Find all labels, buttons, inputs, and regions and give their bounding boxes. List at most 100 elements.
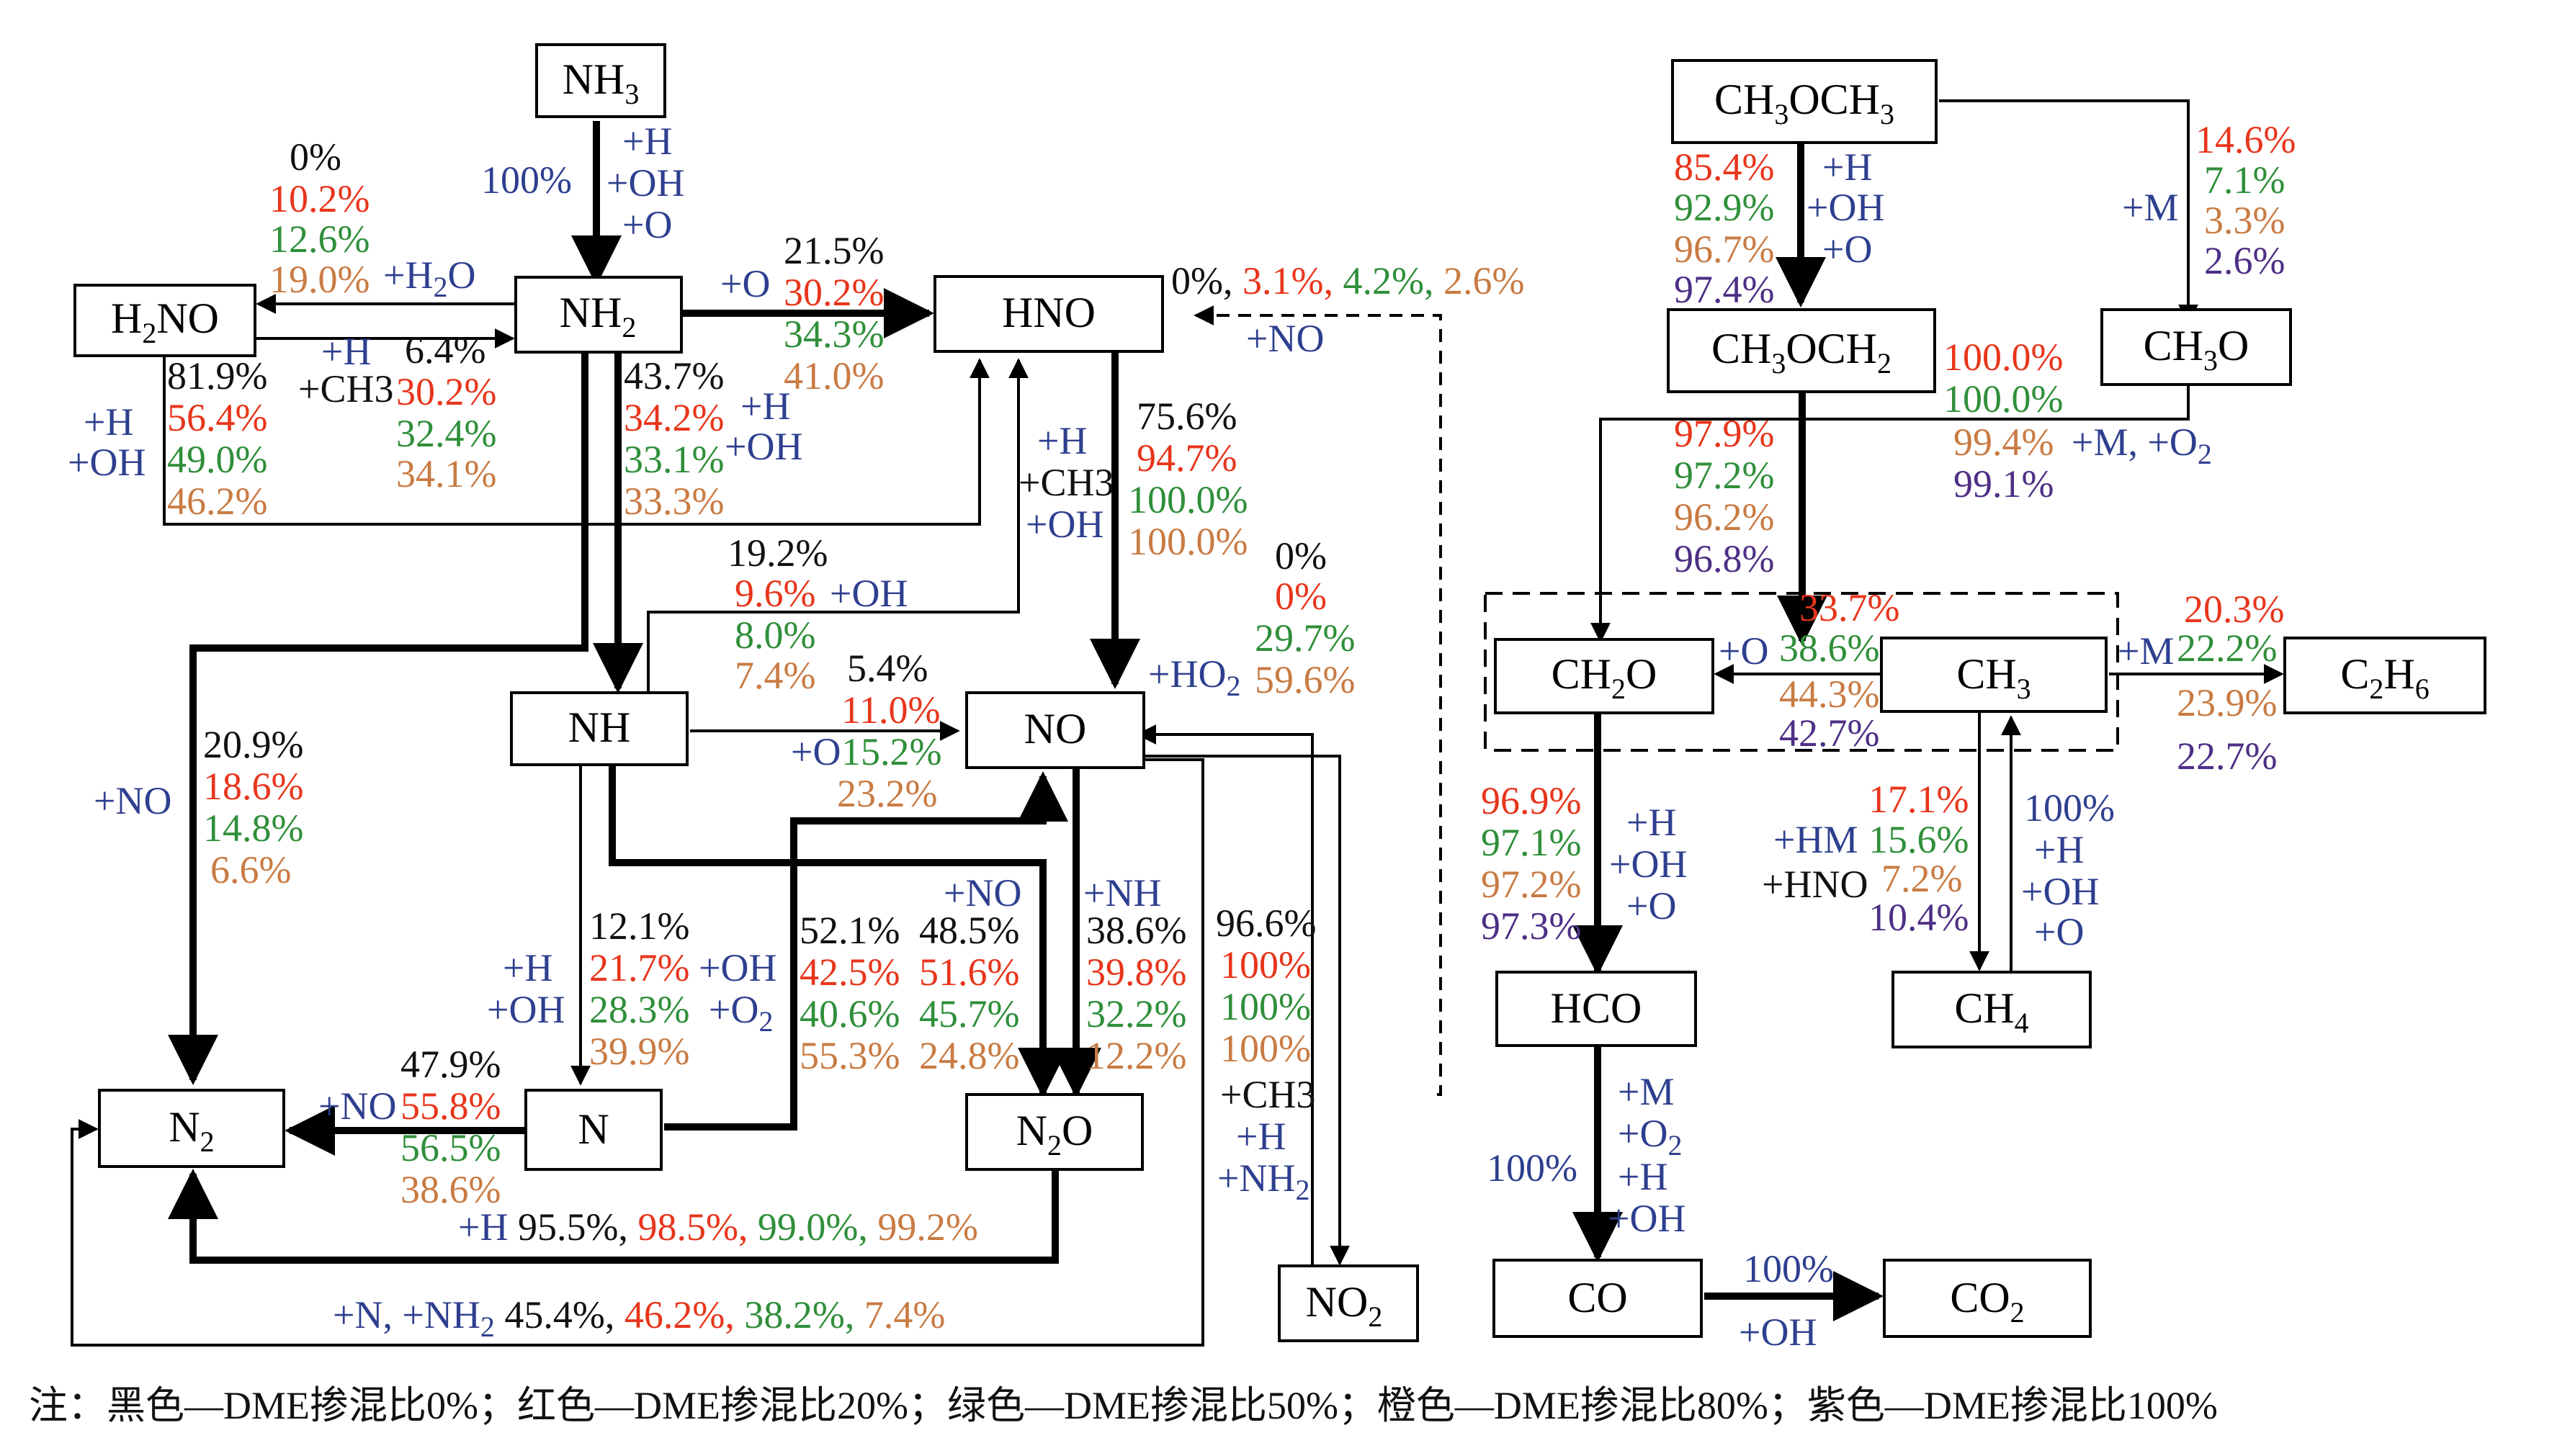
ch2o-ch3-group-box <box>1484 592 2119 752</box>
svg-text:CH2O: CH2O <box>1552 650 1657 705</box>
label-nh-n-r0: +H <box>503 946 552 989</box>
label-nh3-nh2-r2: +O <box>622 203 672 246</box>
label-h2no-hno-pct2: 49.0% <box>167 438 267 481</box>
label-ch3-ch2o-pct1: 38.6% <box>1779 626 1879 670</box>
label-h2no-nh2-r0: +H <box>321 330 371 373</box>
arrow-nh-hno <box>647 358 1029 698</box>
label-nh2-n2-pct0: 20.9% <box>203 723 303 766</box>
svg-text:HNO: HNO <box>1002 289 1096 336</box>
arrow-no-no2 <box>1142 755 1350 1266</box>
label-nh-hno-reactant: +OH <box>830 572 908 615</box>
arrow-nh-n2o <box>609 766 1068 1098</box>
label-hno-no-r2: +OH <box>1026 503 1103 546</box>
label-nh3-nh2-r0: +H <box>622 120 672 163</box>
label-nh-n2o-reactant: +NO <box>944 871 1021 915</box>
arrow-nh2-n2 <box>168 353 588 1085</box>
label-ch3-ch4-pct3: 10.4% <box>1868 896 1969 939</box>
label-n2o-n2: +H 95.5%, 98.5%, 99.0%, 99.2% <box>458 1205 978 1249</box>
label-nh-hno-pct1: 9.6% <box>735 572 815 615</box>
label-ch2o-hco-pct0: 96.9% <box>1481 779 1581 822</box>
legend-note: 注：黑色—DME掺混比0%；红色—DME掺混比20%；绿色—DME掺混比50%；… <box>29 1384 2218 1427</box>
label-nh-no-pct3: 23.2% <box>837 772 937 815</box>
label-ch3-ch4-r1: +HNO <box>1762 863 1868 906</box>
species-hno: HNO <box>934 275 1164 353</box>
label-no2-no-pct2: 100% <box>1220 985 1311 1028</box>
label-nh2-h2no-pct3: 19.0% <box>269 258 370 301</box>
label-nh-n2o-pct1: 51.6% <box>919 951 1019 994</box>
label-n-n2-pct3: 38.6% <box>400 1168 501 1211</box>
label-ch2o-hco-pct2: 97.2% <box>1481 863 1581 906</box>
label-ch2o-hco-r1: +OH <box>1609 842 1687 886</box>
label-no2-ho2-pct3: 59.6% <box>1255 658 1355 701</box>
species-h2no: H2NO <box>73 284 256 357</box>
svg-text:NH3: NH3 <box>563 55 640 110</box>
label-no2-no-pct3: 100% <box>1220 1027 1311 1070</box>
species-nh2: NH2 <box>514 276 683 354</box>
label-ch2o-hco-r2: +O <box>1626 884 1676 927</box>
label-nh-no-pct0: 5.4% <box>847 647 928 690</box>
svg-text:CH3OCH3: CH3OCH3 <box>1714 76 1894 130</box>
svg-text:CH4: CH4 <box>1954 984 2028 1039</box>
label-ch3-c2h6-pct3: 22.7% <box>2177 734 2277 778</box>
label-ch2o-hco-pct1: 97.1% <box>1481 821 1581 864</box>
label-nh2-nh-r1: +OH <box>725 425 802 468</box>
label-ch3-ch2o-pct2: 44.3% <box>1779 673 1879 716</box>
arrow-n-no <box>664 771 1068 1131</box>
label-ch3o-ch2o-pct0: 100.0% <box>1943 336 2063 379</box>
label-hno-no-pct2: 100.0% <box>1128 478 1248 521</box>
label-nh2-n2-pct3: 6.6% <box>210 848 291 891</box>
label-nh2-hno-pct0: 21.5% <box>784 229 884 272</box>
species-ch3och2: CH3OCH2 <box>1667 308 1936 393</box>
label-n-no-r0: +OH <box>699 946 776 989</box>
connector-lines <box>71 99 2284 1347</box>
label-hco-co-pct: 100% <box>1487 1146 1577 1190</box>
label-nh-no-pct1: 11.0% <box>841 688 940 732</box>
species-nh: NH <box>510 691 689 766</box>
label-no2-ho2-pct0: 0% <box>1275 534 1327 578</box>
label-hco-co-r2: +H <box>1618 1155 1667 1198</box>
arrow-no-hno-dashed <box>1194 305 1442 1096</box>
label-hno-no-pct1: 94.7% <box>1137 436 1237 480</box>
label-ch3o-ch2o-pct3: 99.1% <box>1953 462 2054 505</box>
svg-text:CO2: CO2 <box>1950 1274 2024 1329</box>
label-n-no-pct3: 55.3% <box>800 1034 900 1077</box>
label-hno-no-pct0: 75.6% <box>1137 395 1237 438</box>
species-co2: CO2 <box>1883 1259 2092 1338</box>
label-nh2-hno-pct1: 30.2% <box>784 271 884 314</box>
label-no2-ho2-reactant: +HO2 <box>1148 652 1240 702</box>
label-no2-ho2-pct1: 0% <box>1275 575 1327 618</box>
label-ch3o-ch2o-reactant: +M, +O2 <box>2072 421 2212 470</box>
label-no-hno-reactant: +NO <box>1246 317 1324 360</box>
label-h2no-hno-r1: +OH <box>68 441 145 484</box>
label-no2-ho2-pct2: 29.7% <box>1255 616 1355 660</box>
label-hno-no-r1: +CH3 <box>1018 461 1114 504</box>
label-nh2-h2no-pct0: 0% <box>290 135 341 179</box>
label-nh-hno-pct2: 8.0% <box>735 614 815 657</box>
label-ch3-c2h6-pct1: 22.2% <box>2177 626 2277 670</box>
label-nh2-nh-pct0: 43.7% <box>624 354 724 397</box>
species-nh3: NH3 <box>535 43 666 118</box>
label-ch3-c2h6-pct2: 23.9% <box>2177 681 2277 724</box>
label-hco-co-r1: +O2 <box>1618 1112 1682 1161</box>
label-no2-no-r2: +NH2 <box>1217 1156 1309 1206</box>
label-nh-hno-pct3: 7.4% <box>735 654 815 697</box>
svg-text:C2H6: C2H6 <box>2340 650 2429 705</box>
species-n2: N2 <box>98 1089 285 1168</box>
species-no2: NO2 <box>1278 1264 1419 1342</box>
label-n-no-pct0: 52.1% <box>800 909 900 952</box>
label-nh2-n2-pct2: 14.8% <box>203 806 303 850</box>
label-no2-no-pct1: 100% <box>1220 943 1311 987</box>
label-nh2-hno-pct3: 41.0% <box>784 354 884 397</box>
label-h2no-nh2-r1: +CH3 <box>298 367 393 410</box>
label-no2-no-r0: +CH3 <box>1220 1073 1315 1116</box>
svg-text:CO: CO <box>1567 1274 1627 1321</box>
label-ch3-ch2o-pct0: 33.7% <box>1799 586 1899 629</box>
label-h2no-hno-r0: +H <box>84 400 133 444</box>
label-nh-n2o-pct3: 24.8% <box>919 1034 1019 1077</box>
label-h2no-hno-pct3: 46.2% <box>167 480 267 523</box>
label-nh2-nh-pct3: 33.3% <box>624 480 724 523</box>
label-ch4-ch3-pct: 100% <box>2024 786 2115 830</box>
label-n-no-pct1: 42.5% <box>800 951 900 994</box>
svg-text:N: N <box>578 1105 609 1153</box>
